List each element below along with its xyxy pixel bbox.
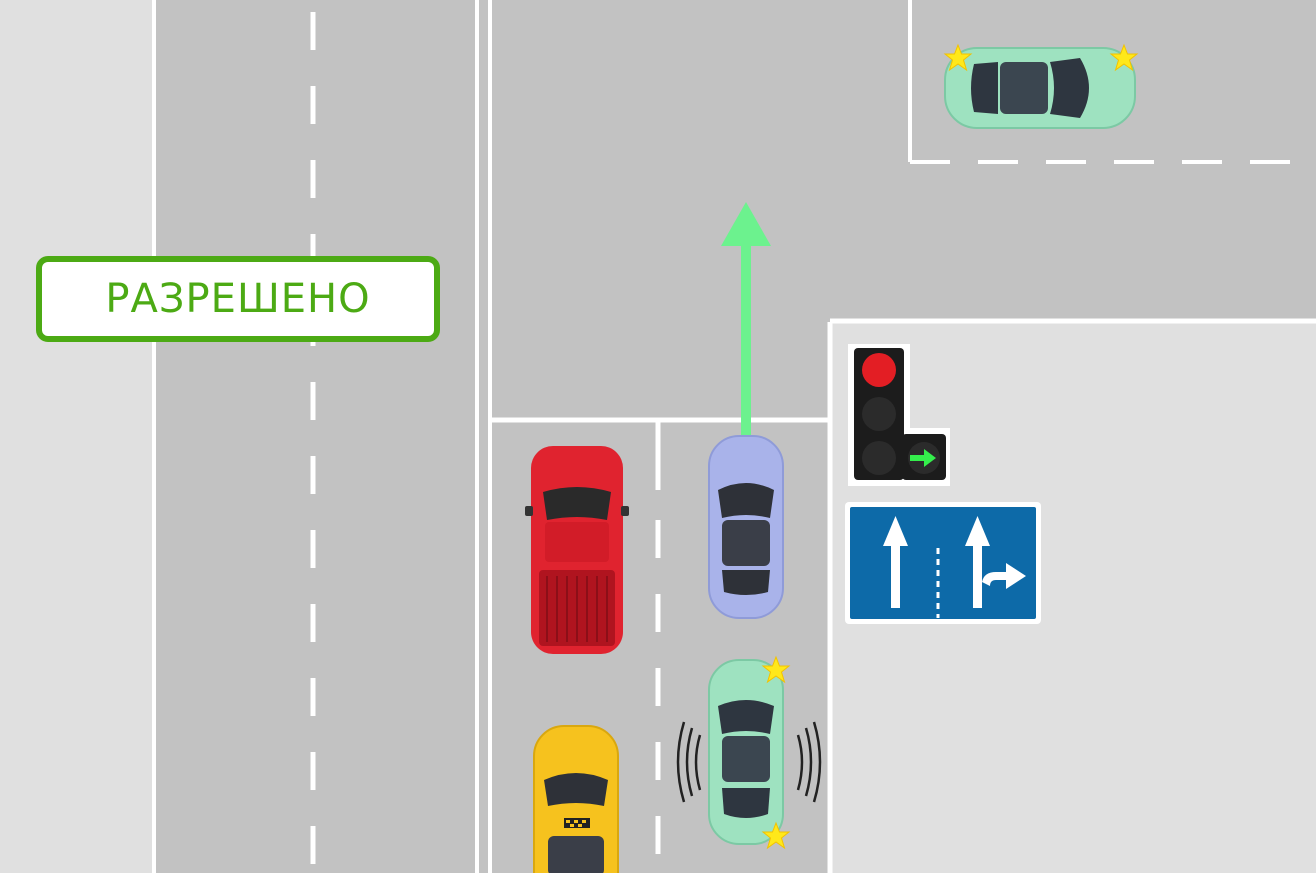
left-sidewalk (0, 0, 152, 873)
red-signal (862, 353, 896, 387)
yellow-signal-off (862, 397, 896, 431)
red-pickup-truck (525, 446, 629, 654)
taxi-car (534, 726, 618, 873)
green-signal-off (862, 441, 896, 475)
honking-green-car (709, 660, 783, 844)
verdict-label: РАЗРЕШЕНО (36, 256, 440, 342)
lane-direction-sign (845, 502, 1041, 624)
blue-car (709, 436, 783, 618)
parked-green-car (945, 48, 1135, 128)
